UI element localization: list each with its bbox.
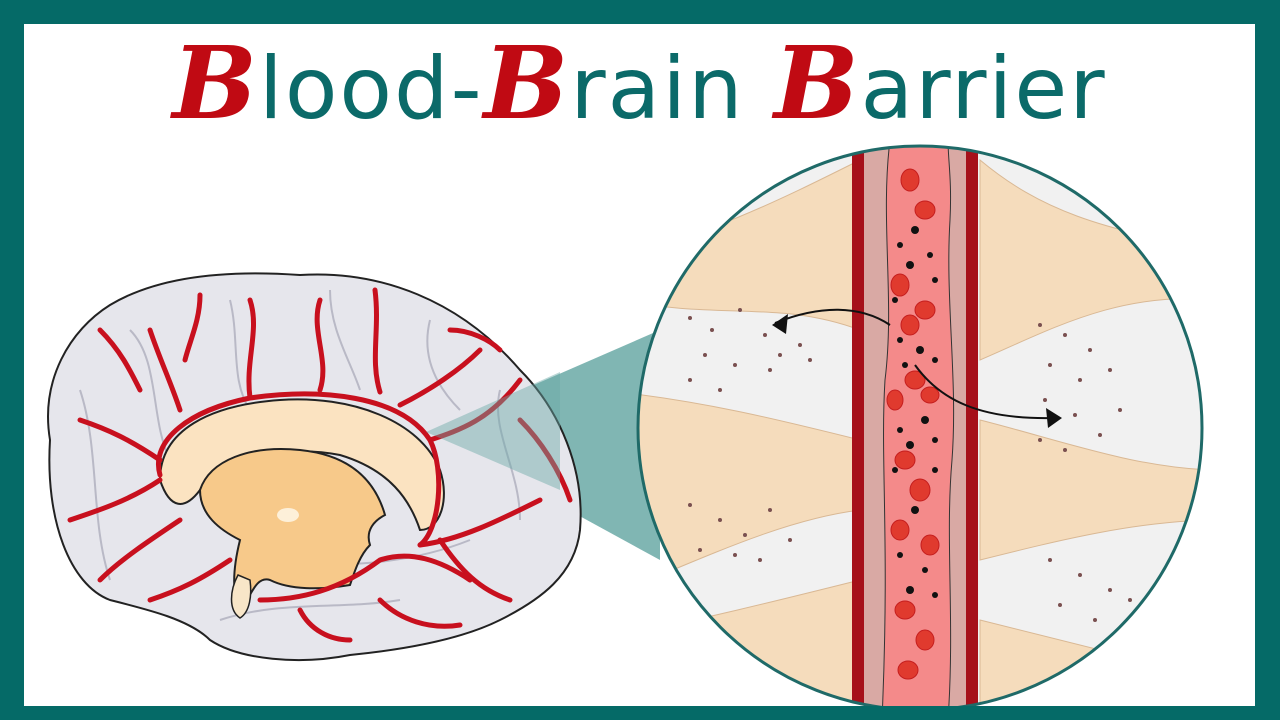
title-initial-brain: B [483, 24, 571, 142]
title-word-blood: lood- [258, 39, 484, 139]
arrow-to-right-tissue-icon [914, 364, 1056, 420]
diagram-canvas: Blood-Brain Barrier [24, 24, 1255, 706]
molecules-left [688, 308, 812, 562]
magnified-capillary-view [636, 144, 1204, 706]
vessel-wall-right [966, 146, 978, 706]
magnifier-ring [636, 144, 1204, 706]
page-title: Blood-Brain Barrier [24, 28, 1255, 144]
title-word-brain: rain [570, 39, 774, 139]
arrow-to-left-tissue-icon [774, 308, 891, 326]
capillary-lumen [881, 146, 955, 706]
title-word-barrier: arrier [860, 39, 1107, 139]
illustration [47, 144, 1204, 706]
molecules-right [1038, 323, 1132, 622]
title-initial-blood: B [172, 24, 259, 142]
title-initial-barrier: B [774, 24, 861, 142]
vessel-wall-left [852, 146, 864, 706]
cerebral-arteries [67, 287, 573, 643]
red-blood-cells [886, 168, 940, 680]
solute-particles [892, 226, 938, 598]
brain-illustration [47, 272, 582, 661]
